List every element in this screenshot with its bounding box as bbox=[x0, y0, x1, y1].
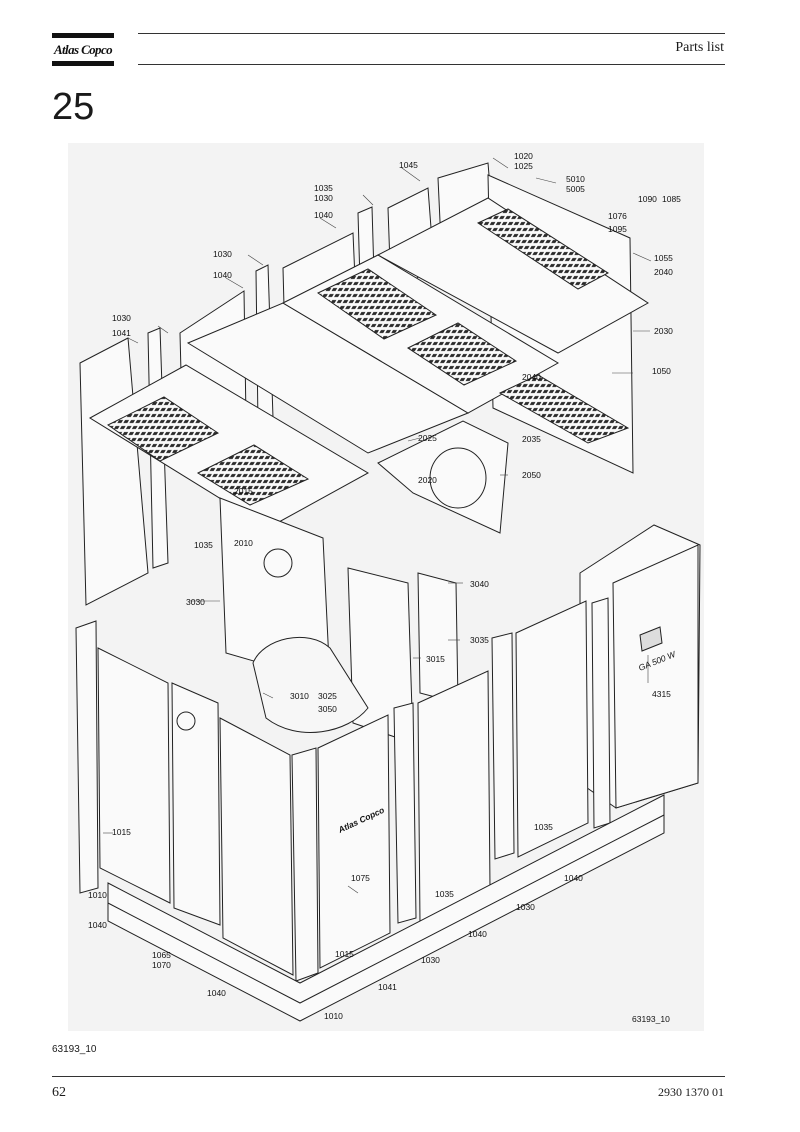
svg-text:1070: 1070 bbox=[152, 960, 171, 970]
svg-text:1065: 1065 bbox=[152, 950, 171, 960]
svg-text:2035: 2035 bbox=[522, 434, 541, 444]
svg-text:2015: 2015 bbox=[234, 486, 253, 496]
page-number: 62 bbox=[52, 1085, 66, 1100]
svg-text:1015: 1015 bbox=[112, 827, 131, 837]
header-title: Parts list bbox=[675, 40, 724, 55]
svg-text:3025: 3025 bbox=[318, 691, 337, 701]
svg-text:3050: 3050 bbox=[318, 704, 337, 714]
svg-text:1040: 1040 bbox=[468, 929, 487, 939]
svg-text:3040: 3040 bbox=[470, 579, 489, 589]
exploded-parts-drawing: 1045 1020 1025 5010 5005 1035 1030 1090 … bbox=[68, 143, 704, 1031]
svg-text:1035: 1035 bbox=[194, 540, 213, 550]
svg-text:2030: 2030 bbox=[654, 326, 673, 336]
svg-text:1015: 1015 bbox=[335, 949, 354, 959]
svg-text:1040: 1040 bbox=[88, 920, 107, 930]
svg-text:1050: 1050 bbox=[652, 366, 671, 376]
svg-text:3030: 3030 bbox=[186, 597, 205, 607]
svg-text:1040: 1040 bbox=[213, 270, 232, 280]
svg-text:2010: 2010 bbox=[234, 538, 253, 548]
front-panel-1040-far bbox=[515, 600, 589, 858]
front-panel-1040-right bbox=[417, 670, 491, 924]
svg-text:1045: 1045 bbox=[399, 160, 418, 170]
svg-text:1030: 1030 bbox=[112, 313, 131, 323]
svg-text:1030: 1030 bbox=[421, 955, 440, 965]
svg-text:2025: 2025 bbox=[418, 433, 437, 443]
svg-text:1030: 1030 bbox=[516, 902, 535, 912]
svg-text:1025: 1025 bbox=[514, 161, 533, 171]
svg-text:1085: 1085 bbox=[662, 194, 681, 204]
svg-text:1010: 1010 bbox=[324, 1011, 343, 1021]
svg-text:1040: 1040 bbox=[564, 873, 583, 883]
svg-text:4315: 4315 bbox=[652, 689, 671, 699]
atlas-copco-logo: Atlas Copco bbox=[52, 33, 114, 66]
drawing-svg: 1045 1020 1025 5010 5005 1035 1030 1090 … bbox=[75, 151, 701, 1024]
svg-text:3035: 3035 bbox=[470, 635, 489, 645]
svg-text:63193_10: 63193_10 bbox=[632, 1014, 670, 1024]
svg-text:1075: 1075 bbox=[351, 873, 370, 883]
roof-panel-2030 bbox=[376, 197, 649, 354]
svg-text:2040: 2040 bbox=[654, 267, 673, 277]
post-1030 bbox=[393, 702, 417, 924]
section-number: 25 bbox=[52, 86, 95, 128]
document-number: 2930 1370 01 bbox=[658, 1085, 724, 1099]
header-rule-bottom bbox=[138, 64, 725, 65]
base-frame-1040 bbox=[107, 794, 665, 1022]
front-panel-1040-left bbox=[97, 647, 171, 904]
post-1010-front bbox=[291, 747, 319, 982]
svg-text:1076: 1076 bbox=[608, 211, 627, 221]
svg-text:2020: 2020 bbox=[418, 475, 437, 485]
post-1010 bbox=[75, 620, 99, 894]
plate-3035 bbox=[417, 572, 459, 704]
svg-text:3010: 3010 bbox=[290, 691, 309, 701]
svg-text:5005: 5005 bbox=[566, 184, 585, 194]
svg-text:1040: 1040 bbox=[314, 210, 333, 220]
svg-text:1035: 1035 bbox=[534, 822, 553, 832]
svg-text:1010: 1010 bbox=[88, 890, 107, 900]
svg-text:5010: 5010 bbox=[566, 174, 585, 184]
svg-text:1035: 1035 bbox=[314, 183, 333, 193]
svg-text:1030: 1030 bbox=[314, 193, 333, 203]
header-rule-top bbox=[138, 33, 725, 34]
figure-reference: 63193_10 bbox=[52, 1044, 97, 1055]
front-panel-1041 bbox=[317, 714, 391, 969]
post-1030-right bbox=[491, 632, 515, 860]
svg-text:2040: 2040 bbox=[522, 372, 541, 382]
svg-text:1041: 1041 bbox=[378, 982, 397, 992]
panel-1065 bbox=[171, 682, 221, 926]
side-panel-1041 bbox=[79, 337, 149, 606]
svg-text:1040: 1040 bbox=[207, 988, 226, 998]
svg-text:1041: 1041 bbox=[112, 328, 131, 338]
logo-wordmark: Atlas Copco bbox=[53, 42, 113, 57]
svg-text:1055: 1055 bbox=[654, 253, 673, 263]
svg-text:3015: 3015 bbox=[426, 654, 445, 664]
svg-text:1030: 1030 bbox=[213, 249, 232, 259]
footer-rule bbox=[52, 1076, 725, 1077]
svg-text:2050: 2050 bbox=[522, 470, 541, 480]
front-panel-1040-mid bbox=[219, 717, 294, 976]
svg-text:1020: 1020 bbox=[514, 151, 533, 161]
svg-text:1035: 1035 bbox=[435, 889, 454, 899]
svg-text:1090: 1090 bbox=[638, 194, 657, 204]
svg-text:1095: 1095 bbox=[608, 224, 627, 234]
